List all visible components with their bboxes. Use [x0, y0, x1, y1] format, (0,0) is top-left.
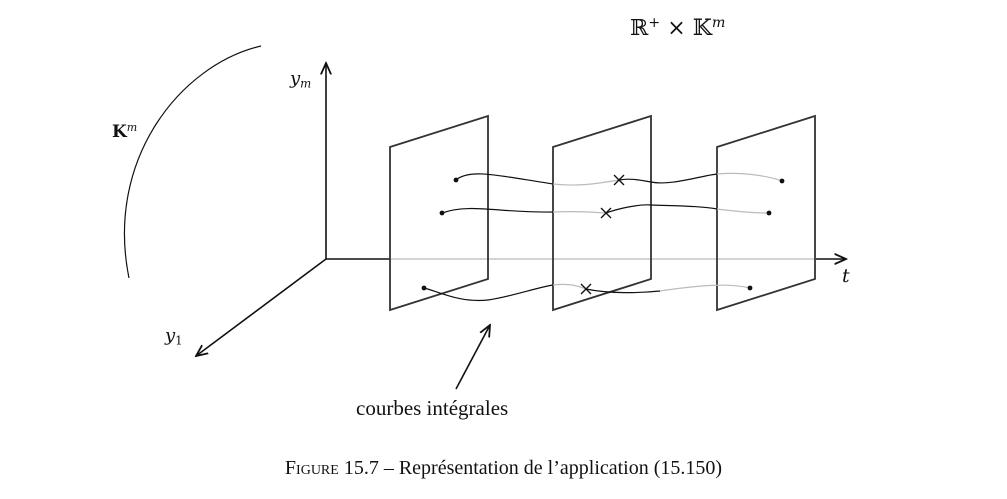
caption-text: Représentation de l’application (15.150) [398, 457, 723, 479]
annotation-arrow [455, 325, 490, 390]
curve-2-end-point [766, 210, 772, 216]
space-label-k: 𝕂 [692, 16, 712, 41]
y1-axis-label-sub: 1 [175, 333, 183, 348]
y1-axis-label-main: y [165, 325, 176, 346]
km-arc [124, 45, 262, 279]
cross-marker-3 [580, 283, 592, 295]
y1-axis-label: y1 [165, 325, 183, 348]
plane-1 [389, 114, 489, 312]
plane-3 [716, 114, 816, 312]
space-label-times: × [660, 16, 693, 41]
caption-number: 15.7 – [338, 457, 399, 479]
t-axis-label: t [842, 265, 850, 287]
integral-curve-3 [423, 283, 751, 302]
y1-axis [196, 258, 327, 356]
cross-marker-1 [613, 174, 625, 186]
plane-2 [552, 114, 652, 312]
integral-curves-annotation: courbes intégrales [356, 396, 509, 420]
curve-1-start-point [453, 177, 459, 183]
integral-curve-2 [441, 204, 770, 214]
space-label-sup-m: m [711, 15, 726, 32]
integral-curve-1 [455, 172, 783, 186]
k-label-main: K [112, 122, 127, 142]
caption-prefix-rest: igure [296, 457, 339, 479]
ym-axis-label-sub: m [300, 76, 312, 91]
caption-prefix-first: F [284, 457, 297, 479]
cross-marker-2 [600, 207, 612, 219]
ym-axis-label-main: y [290, 68, 301, 89]
ym-axis-label: ym [290, 68, 312, 91]
curve-1-end-point [779, 178, 785, 184]
figure-caption: Figure 15.7 – Représentation de l’applic… [0, 457, 1007, 480]
curve-3-end-point [747, 285, 753, 291]
k-label-sup: m [126, 120, 138, 134]
space-label-sup-plus: + [648, 15, 661, 32]
space-label-r: ℝ [630, 16, 649, 41]
space-label: ℝ+ × 𝕂m [630, 15, 726, 41]
curve-2-start-point [439, 210, 445, 216]
k-label: Km [112, 120, 138, 142]
curve-3-start-point [421, 285, 427, 291]
